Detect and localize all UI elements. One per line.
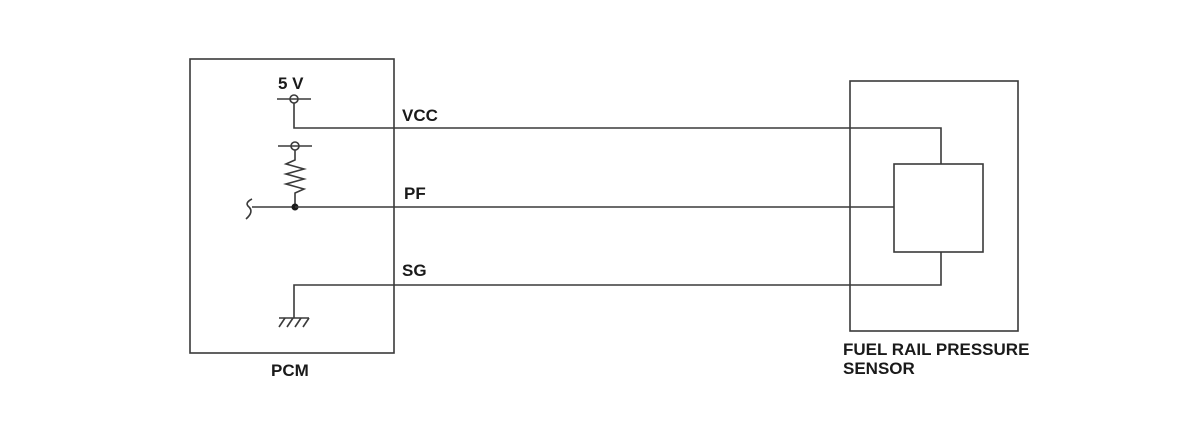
pcm-box xyxy=(189,58,395,354)
sg-wire xyxy=(293,252,942,318)
sensor-label-line1: FUEL RAIL PRESSURE xyxy=(843,340,1029,359)
ground-icon xyxy=(278,317,310,328)
sensor-label-line2: SENSOR xyxy=(843,359,915,378)
sg-label: SG xyxy=(402,261,427,280)
pullup-resistor xyxy=(283,150,307,207)
sensor-element xyxy=(893,163,984,253)
supply-voltage-label: 5 V xyxy=(278,74,304,93)
sensor-housing xyxy=(849,80,1019,332)
supply-5v-terminal xyxy=(277,94,311,104)
vcc-label: VCC xyxy=(402,106,438,125)
pcm-label: PCM xyxy=(271,361,309,380)
pullup-terminal xyxy=(278,141,312,151)
break-mark-icon xyxy=(245,198,253,220)
vcc-wire xyxy=(293,103,942,164)
pf-label: PF xyxy=(404,184,426,203)
